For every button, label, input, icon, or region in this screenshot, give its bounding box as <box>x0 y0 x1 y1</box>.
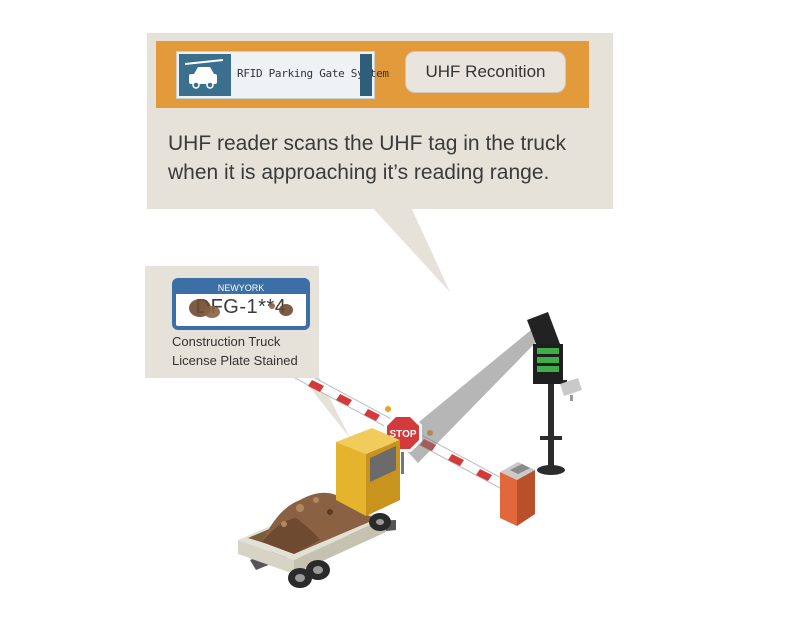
plate-state: NEWYORK <box>176 282 306 294</box>
plate-caption: Construction Truck License Plate Stained <box>172 332 322 370</box>
license-plate: NEWYORK DFG-1**4 <box>172 278 310 330</box>
description-text: UHF reader scans the UHF tag in the truc… <box>168 129 598 187</box>
dump-truck <box>238 428 400 588</box>
truck-wheels <box>288 513 391 588</box>
truck-cab-top <box>336 428 400 454</box>
uhf-badge: UHF Reconition <box>405 51 566 93</box>
description-line-2: when it is approaching it’s reading rang… <box>168 161 550 184</box>
truck-bed-side <box>294 518 386 574</box>
rfid-gate-sign: RFID Parking Gate System <box>176 51 389 99</box>
controller-box <box>533 344 563 384</box>
dirt-load <box>262 492 374 554</box>
sign-tab <box>360 54 372 96</box>
truck-cab-front <box>336 442 366 516</box>
uhf-antenna <box>527 312 560 352</box>
camera-icon <box>560 378 582 401</box>
car-gate-icon <box>179 54 231 96</box>
plate-callout-tail <box>300 375 350 438</box>
main-callout-tail <box>370 205 450 292</box>
gate-post <box>500 462 535 526</box>
sign-title: RFID Parking Gate System <box>237 67 389 80</box>
description-callout: RFID Parking Gate System UHF Reconition … <box>147 33 613 209</box>
description-line-1: UHF reader scans the UHF tag in the truc… <box>168 132 566 155</box>
plate-callout: NEWYORK DFG-1**4 Construction Truck Lice… <box>145 266 319 378</box>
truck-cab-window <box>370 446 396 482</box>
plate-caption-line-2: License Plate Stained <box>172 353 298 368</box>
stop-sign-label: STOP <box>389 429 416 440</box>
truck-bed-front <box>238 540 294 574</box>
plate-caption-line-1: Construction Truck <box>172 334 281 349</box>
header-band: RFID Parking Gate System UHF Reconition <box>156 41 589 108</box>
scan-beam <box>397 325 544 463</box>
mud-stains <box>189 299 293 318</box>
